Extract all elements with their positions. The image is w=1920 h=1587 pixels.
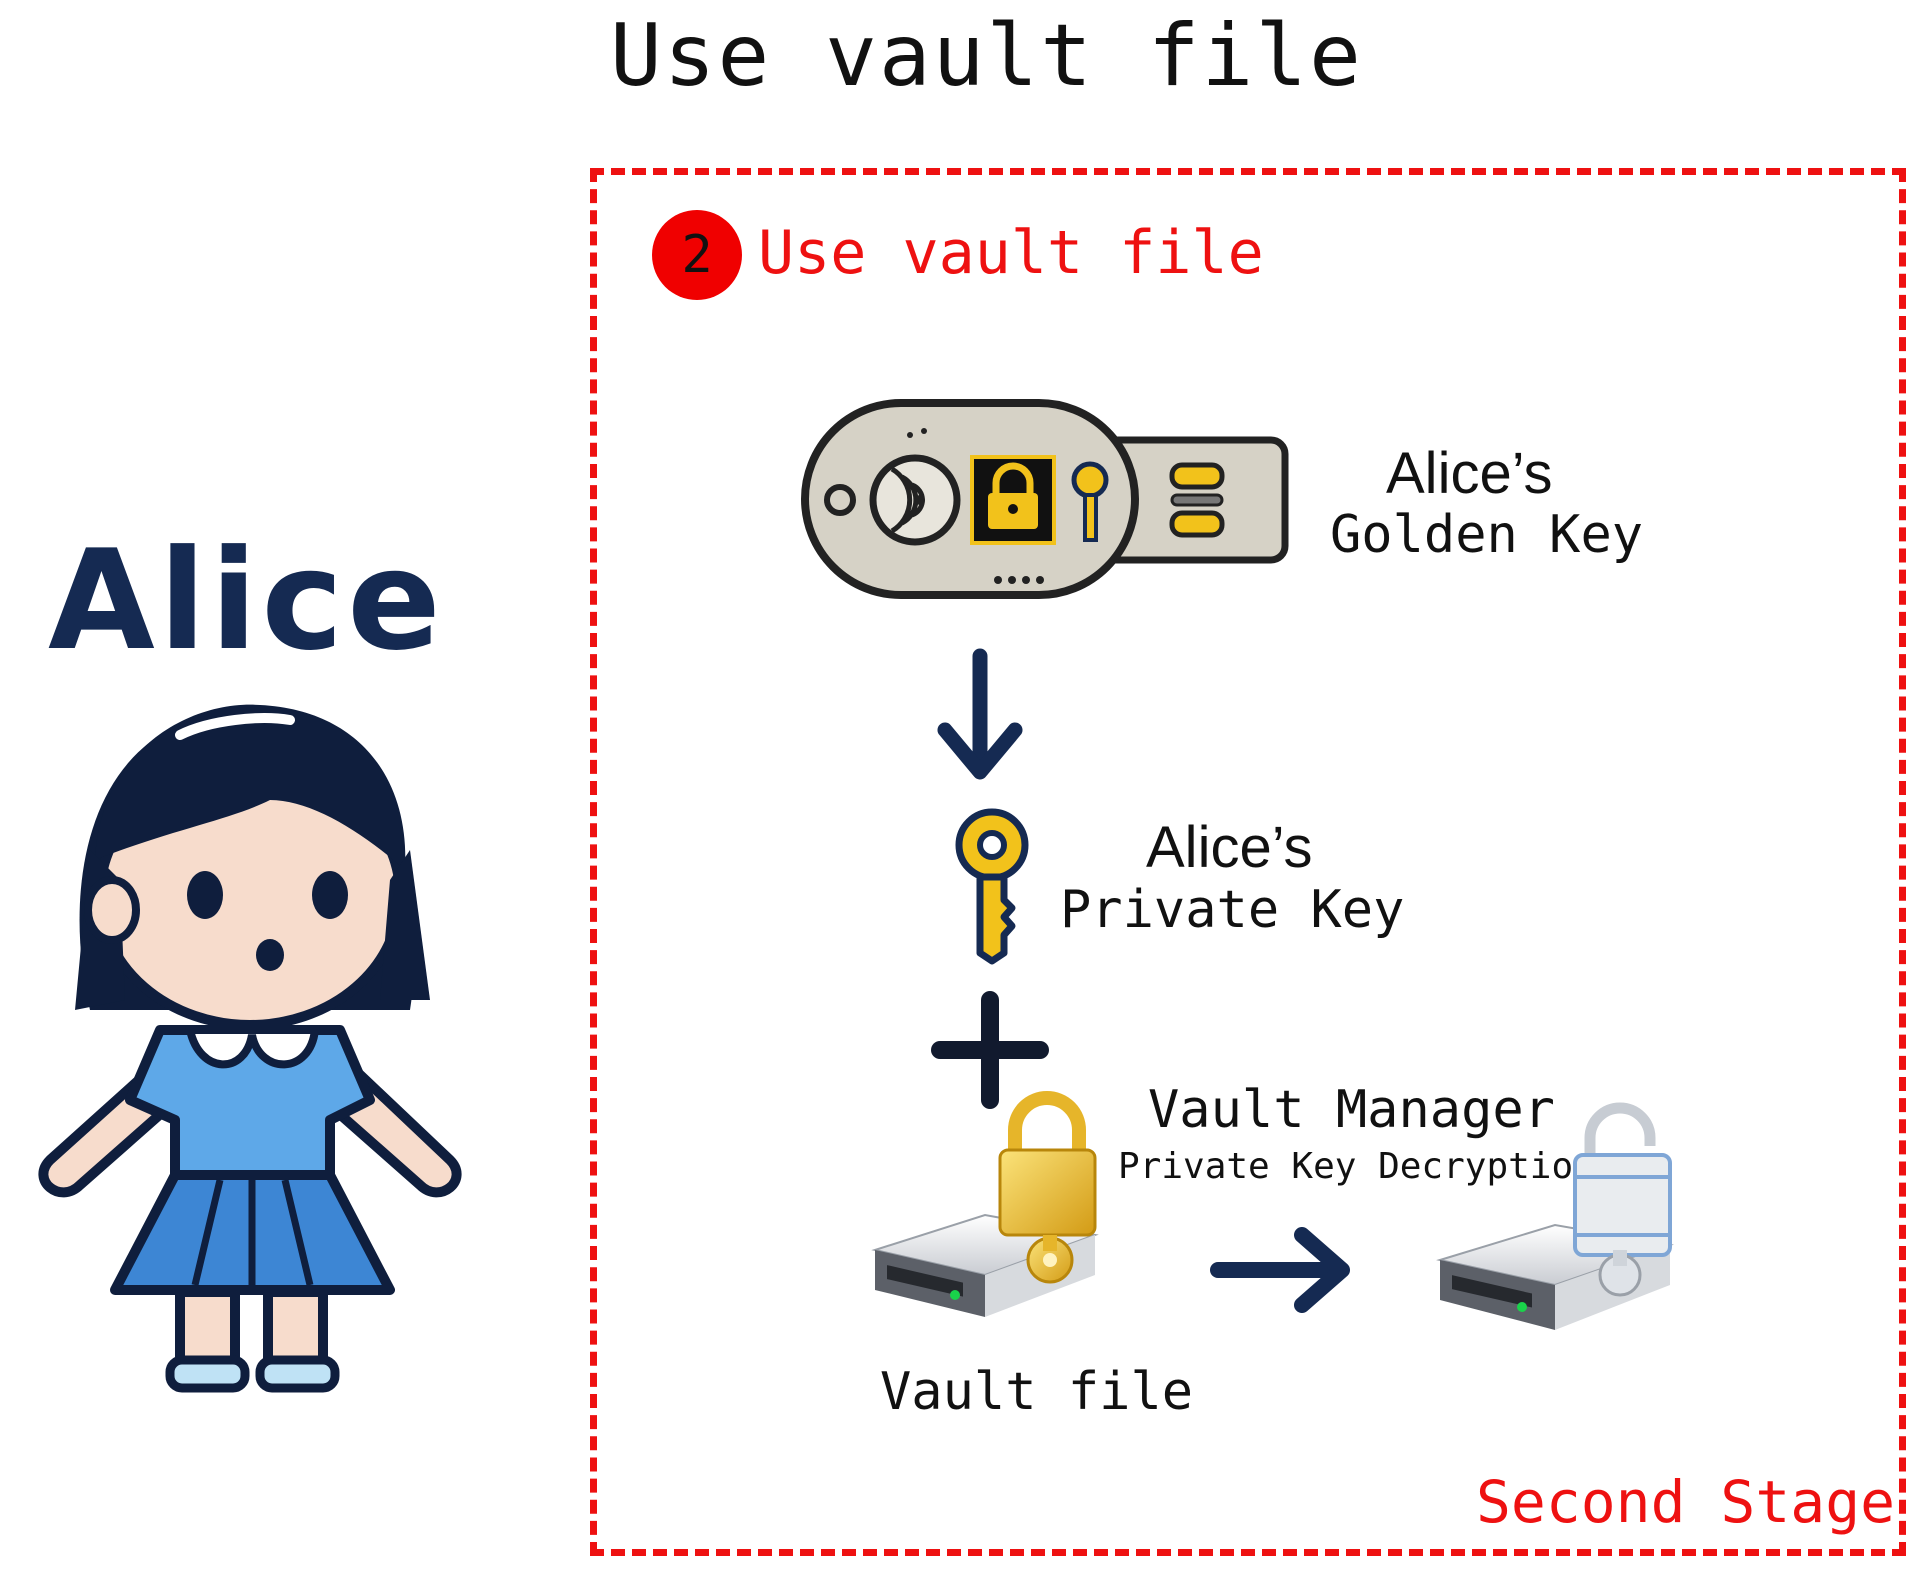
stage-name: Second Stage bbox=[1476, 1468, 1896, 1536]
plus-icon bbox=[931, 991, 1049, 1109]
step-number-badge: 2 bbox=[652, 210, 742, 300]
arrow-right-icon bbox=[1210, 1227, 1350, 1313]
private-key-icon bbox=[955, 808, 1029, 965]
golden-key-owner: Alice’s bbox=[1386, 441, 1553, 506]
arrow-down-icon bbox=[937, 648, 1023, 780]
golden-key-label: Golden Key bbox=[1330, 505, 1644, 565]
unlocked-vault-drive-icon bbox=[1436, 1102, 1674, 1330]
diagram-title: Use vault file bbox=[610, 6, 1363, 106]
locked-vault-drive-icon bbox=[871, 1091, 1099, 1317]
private-key-label: Private Key bbox=[1060, 880, 1405, 940]
vault-manager-label: Vault Manager bbox=[1148, 1080, 1555, 1140]
golden-key-device-icon bbox=[801, 399, 1289, 599]
stage-boundary bbox=[590, 168, 1906, 1556]
step-label: Use vault file bbox=[758, 218, 1264, 288]
person-name: Alice bbox=[48, 520, 445, 681]
alice-illustration bbox=[38, 704, 462, 1393]
vault-file-label: Vault file bbox=[880, 1362, 1194, 1422]
private-key-owner: Alice’s bbox=[1146, 815, 1313, 880]
decryption-label: Private Key Decryption bbox=[1118, 1146, 1595, 1187]
